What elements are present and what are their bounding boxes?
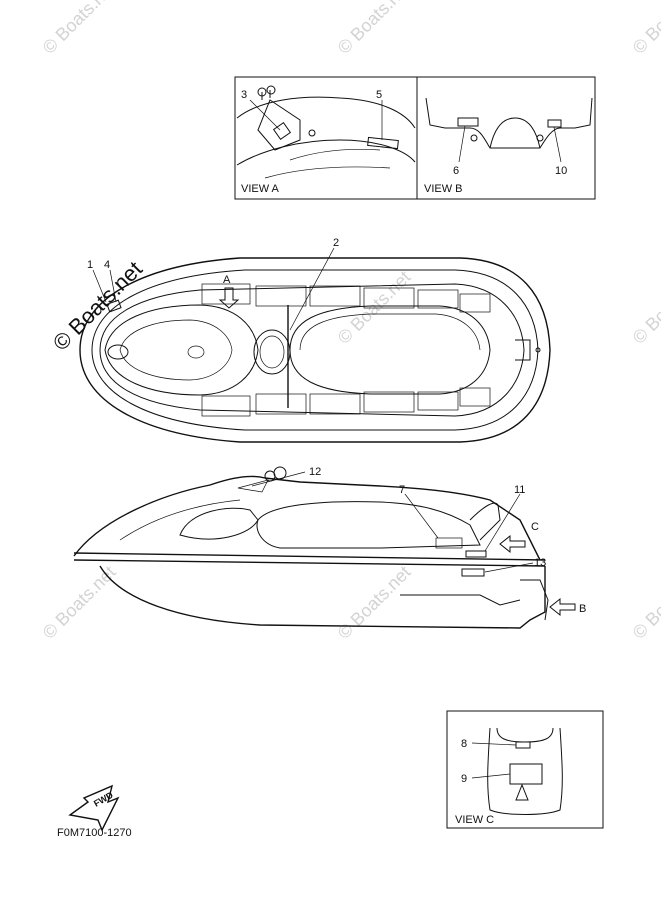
callout-5: 5	[376, 89, 382, 101]
callout-13: 13	[534, 557, 546, 569]
arrow-b-icon	[549, 597, 576, 617]
leader-13	[484, 562, 534, 573]
view-b-label: VIEW B	[424, 183, 463, 195]
leader-12	[251, 471, 306, 487]
decal-9	[509, 763, 543, 785]
callout-8: 8	[461, 738, 467, 750]
arrow-a-label: A	[223, 274, 231, 286]
watermark: © Boats.net	[39, 562, 120, 643]
view-a-sketch	[236, 85, 416, 179]
watermark-prominent: © Boats.net	[48, 256, 147, 355]
callout-6: 6	[453, 165, 459, 177]
leader-7	[404, 493, 439, 539]
arrow-b-label: B	[579, 603, 586, 615]
arrow-c-icon	[499, 534, 526, 554]
watermark: © Boats.net	[39, 0, 120, 58]
callout-10: 10	[555, 165, 567, 177]
watermark: © Boats.net	[334, 0, 415, 58]
leader-2	[289, 247, 335, 331]
callout-11: 11	[514, 484, 525, 496]
leader-4	[109, 269, 117, 303]
decal-11	[465, 550, 487, 558]
arrow-c-label: C	[531, 521, 539, 533]
leader-11	[484, 493, 521, 552]
top-view-hull	[79, 257, 551, 443]
side-view-hull	[73, 466, 576, 629]
decal-8	[515, 741, 531, 749]
decal-10	[547, 119, 562, 128]
decal-13	[461, 568, 485, 577]
part-code: F0M7100-1270	[57, 827, 132, 839]
watermarks: © Boats.net © Boats.net © Boats.net © Bo…	[39, 0, 661, 643]
decal-7	[435, 537, 463, 549]
callout-1: 1	[87, 259, 93, 271]
watermark: © Boats.net	[629, 562, 661, 643]
view-c-panel	[446, 710, 604, 829]
watermark: © Boats.net	[334, 267, 415, 348]
decal-6	[457, 117, 479, 127]
view-c-label: VIEW C	[455, 814, 494, 826]
view-a-label: VIEW A	[241, 183, 280, 195]
callout-9: 9	[461, 773, 467, 785]
watermark: © Boats.net	[629, 267, 661, 348]
watermark: © Boats.net	[334, 562, 415, 643]
callout-7: 7	[399, 484, 405, 496]
arrow-a-icon	[218, 287, 240, 309]
view-c-frame	[446, 710, 604, 829]
view-a-b-panel: 3 5 VIEW A 6 10 VIEW B	[234, 76, 596, 200]
callout-3: 3	[241, 89, 247, 101]
callout-2: 2	[333, 237, 339, 249]
decal-4	[106, 299, 122, 313]
watermark: © Boats.net	[629, 0, 661, 58]
leader-1	[92, 269, 107, 303]
view-box-frame	[234, 76, 596, 200]
fwd-arrow-icon	[68, 784, 120, 832]
view-b-sketch	[425, 97, 593, 163]
callout-4: 4	[104, 259, 110, 271]
decal-3	[272, 121, 292, 141]
decal-5	[367, 136, 399, 150]
callout-12: 12	[309, 466, 321, 478]
